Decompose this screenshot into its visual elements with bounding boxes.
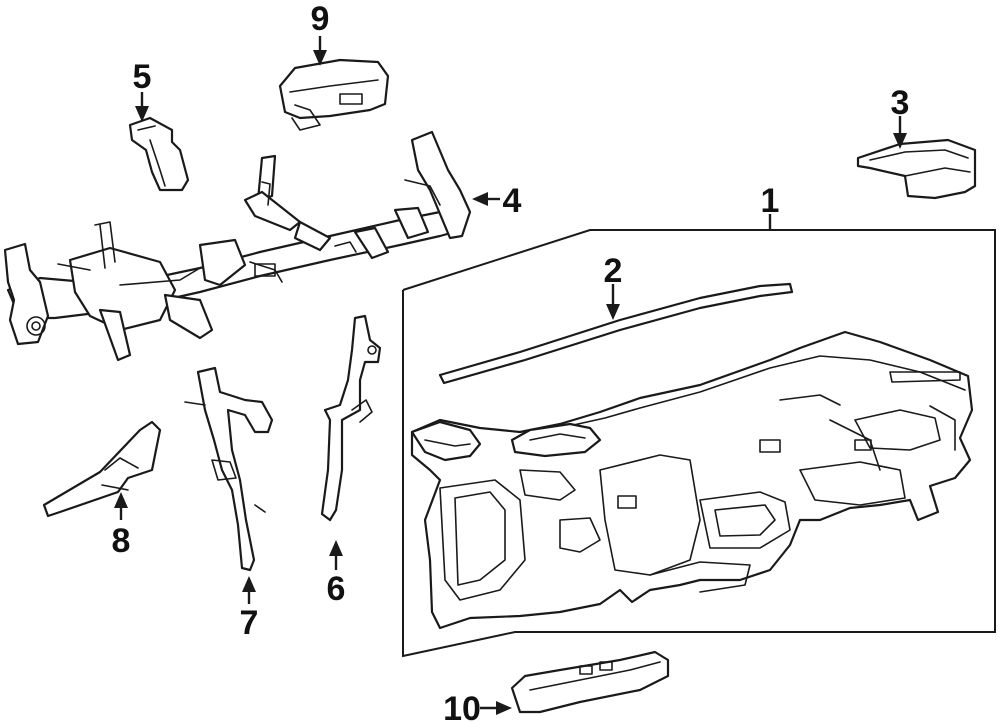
callout-9: 9 bbox=[311, 0, 330, 38]
callout-labels: 1 2 3 4 5 6 7 8 9 10 bbox=[112, 0, 910, 722]
cross-car-beam bbox=[3, 130, 472, 362]
callout-4: 4 bbox=[503, 182, 522, 220]
callout-2: 2 bbox=[604, 252, 623, 290]
callout-8: 8 bbox=[112, 522, 131, 560]
callout-7: 7 bbox=[240, 604, 259, 642]
vertical-brace-right bbox=[320, 314, 382, 522]
callout-3: 3 bbox=[891, 84, 910, 122]
leader-lines bbox=[114, 36, 907, 715]
panel-assembly-bracket bbox=[402, 229, 996, 658]
callout-6: 6 bbox=[327, 570, 346, 608]
trim-cover bbox=[856, 138, 977, 200]
instrument-panel bbox=[410, 330, 974, 630]
callout-5: 5 bbox=[133, 58, 152, 96]
lower-brace bbox=[184, 366, 274, 572]
airbag-module bbox=[278, 58, 390, 131]
callout-10: 10 bbox=[443, 690, 481, 722]
callout-1: 1 bbox=[761, 182, 780, 220]
small-bracket bbox=[128, 116, 190, 192]
knee-bracket bbox=[42, 420, 162, 518]
lower-trim-panel bbox=[510, 650, 670, 714]
defroster-strip bbox=[438, 282, 794, 385]
